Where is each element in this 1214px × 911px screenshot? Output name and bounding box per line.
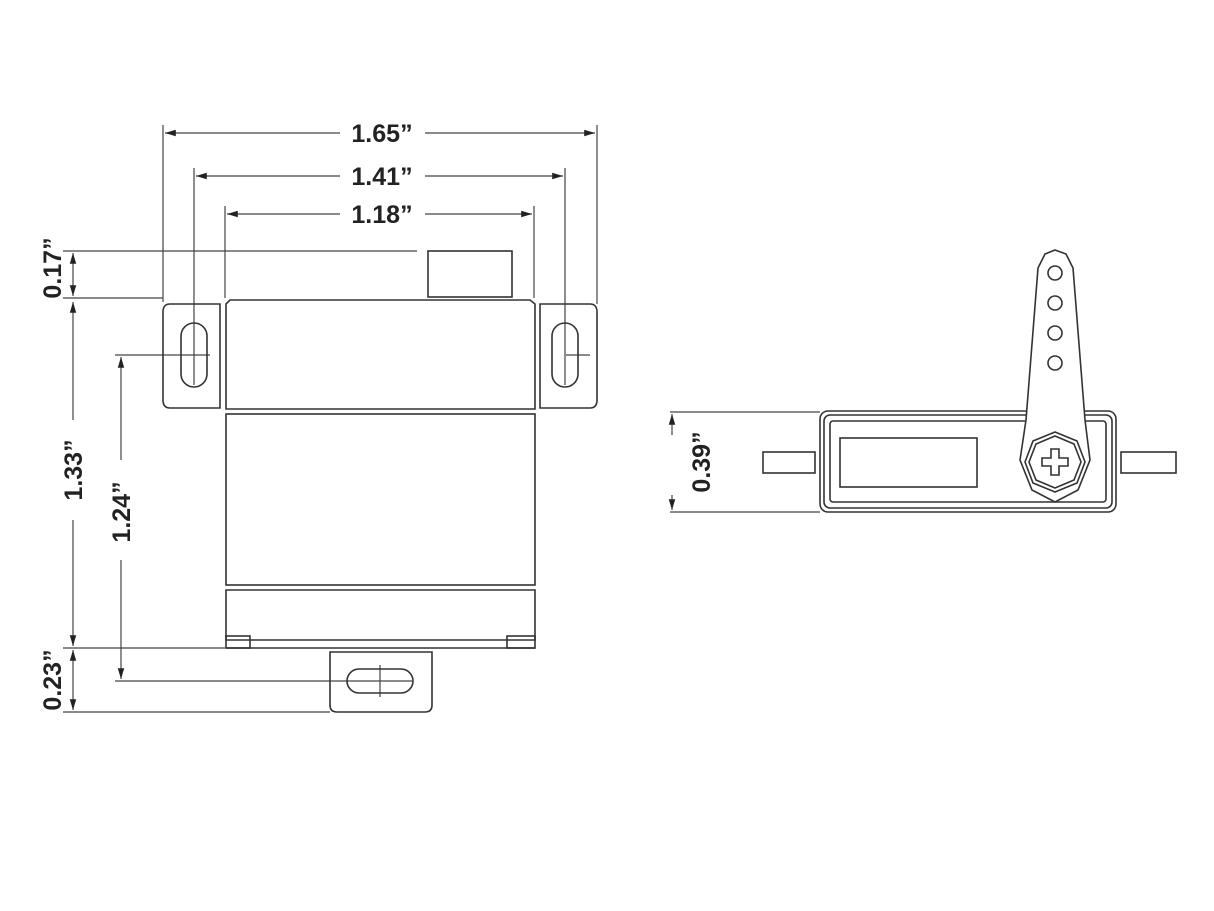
dim-label-bottom-tab: 0.23” (39, 649, 67, 710)
horn-hole (1047, 355, 1063, 371)
side-view: 0.39” (660, 249, 1177, 513)
extension-lines (63, 125, 598, 713)
servo-body-front (225, 250, 536, 649)
dim-label-overall-width: 1.65” (351, 120, 412, 148)
dim-label-thickness: 0.39” (688, 431, 716, 492)
dim-label-mount-hole-spacing: 1.41” (351, 163, 412, 191)
phillips-cross-icon (1041, 448, 1069, 476)
connector-block (427, 250, 513, 298)
servo-body-side (762, 410, 1177, 513)
dim-label-connector-height: 0.17” (39, 237, 67, 298)
horn-hole (1047, 325, 1063, 341)
horn-hole (1047, 265, 1063, 281)
dim-label-hole-to-hole: 1.24” (108, 481, 136, 542)
side-tab-right (1120, 451, 1177, 474)
mounting-ear-right (539, 303, 598, 409)
mounting-ear-bottom (329, 651, 433, 713)
dim-label-body-height: 1.33” (60, 439, 88, 500)
label-window (839, 437, 978, 488)
horn-hole (1047, 295, 1063, 311)
mounting-ear-left (162, 303, 221, 409)
dimension-lines (69, 129, 595, 710)
dim-label-body-width: 1.18” (351, 201, 412, 229)
servo-horn (1019, 249, 1091, 503)
screw-head (1024, 431, 1086, 493)
side-tab-left (762, 451, 816, 474)
front-view: 1.65” 1.41” 1.18” 0.17” 1.33” 1.24” 0.23… (39, 118, 598, 713)
